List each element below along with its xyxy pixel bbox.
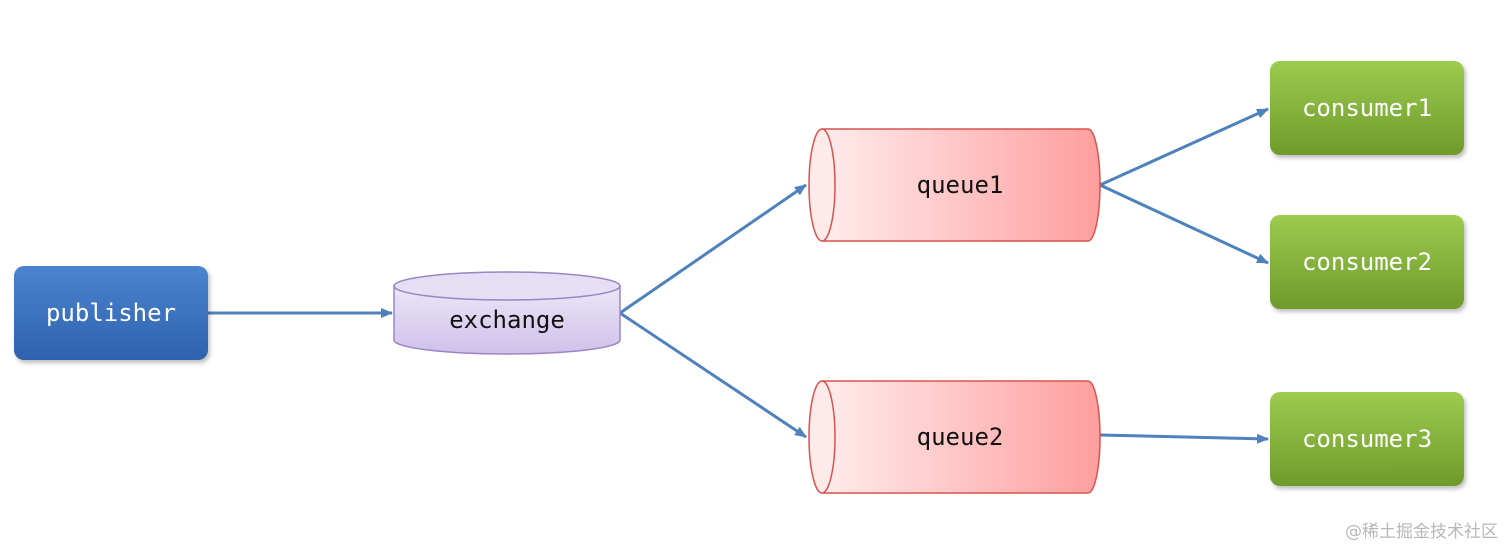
edge-queue2-consumer3 [1099, 433, 1269, 444]
consumer1-node: consumer1 [1270, 61, 1464, 155]
edge-queue1-consumer2 [1099, 183, 1269, 265]
queue1-cap [808, 128, 836, 242]
queue1-label: queue1 [917, 171, 1004, 199]
edge-exchange-queue2 [619, 311, 807, 439]
queue2-body [821, 380, 1101, 494]
exchange-body [393, 285, 621, 355]
publisher-node: publisher [14, 266, 208, 360]
consumer2-box [1270, 215, 1464, 309]
watermark: @稀土掘金技术社区 [1345, 522, 1498, 542]
consumer2-label: consumer2 [1302, 248, 1432, 276]
consumer3-node: consumer3 [1270, 392, 1464, 486]
consumer1-box [1270, 61, 1464, 155]
queue2-cap [808, 380, 836, 494]
exchange-top [393, 271, 621, 301]
consumer2-node: consumer2 [1270, 215, 1464, 309]
queue1-node: queue1 [808, 128, 1101, 242]
consumer1-label: consumer1 [1302, 94, 1432, 122]
edge-exchange-queue1 [619, 183, 807, 315]
queue1-body [821, 128, 1101, 242]
publisher-box [14, 266, 208, 360]
publisher-label: publisher [46, 299, 176, 327]
edge-queue1-consumer1 [1099, 107, 1269, 187]
exchange-node: exchange [393, 271, 621, 355]
queue2-label: queue2 [917, 423, 1004, 451]
consumer3-label: consumer3 [1302, 425, 1432, 453]
consumer3-box [1270, 392, 1464, 486]
exchange-label: exchange [449, 306, 565, 334]
edges [208, 107, 1269, 444]
queue2-node: queue2 [808, 380, 1101, 494]
